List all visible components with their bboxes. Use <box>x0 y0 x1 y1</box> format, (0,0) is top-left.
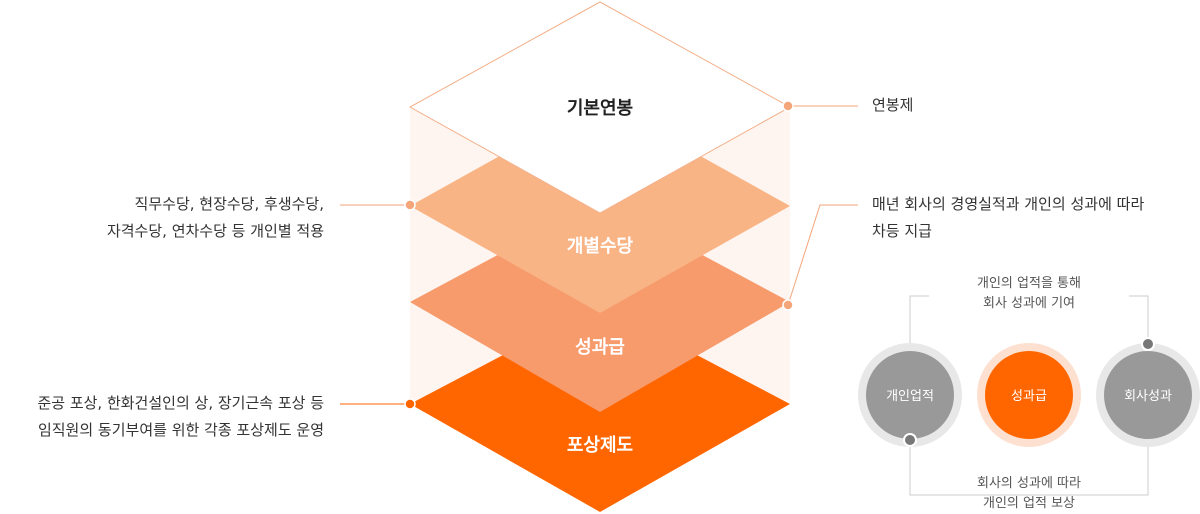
marker-reward <box>404 398 416 410</box>
individual-circle-label: 개인업적 <box>886 389 934 404</box>
allowance-note: 직무수당, 현장수당, 후생수당, 자격수당, 연차수당 등 개인별 적용 <box>20 191 324 245</box>
cycle-dot-bottom <box>903 433 917 447</box>
side-band-left <box>410 107 500 400</box>
cycle-bottom-line1: 회사의 성과에 따라 <box>971 474 1087 494</box>
company-circle-label: 회사성과 <box>1124 389 1172 404</box>
performance-pay-label: 성과급 <box>575 337 625 358</box>
allowance-label: 개별수당 <box>566 236 634 257</box>
reward-note-line1: 준공 포상, 한화건설인의 상, 장기근속 포상 등 <box>37 394 324 412</box>
reward-note-line2: 임직원의 동기부여를 위한 각종 포상제도 운영 <box>37 421 324 439</box>
marker-performance <box>782 299 794 311</box>
base-salary-label: 기본연봉 <box>566 98 634 119</box>
company-circle <box>1104 351 1192 439</box>
performance-note: 매년 회사의 경영실적과 개인의 성과에 따라 차등 지급 <box>872 191 1192 245</box>
marker-allowance <box>404 199 416 211</box>
side-band-right <box>700 107 790 400</box>
performance-note-line1: 매년 회사의 경영실적과 개인의 성과에 따라 <box>872 195 1145 213</box>
cycle-top-text: 개인의 업적을 통해 회사 성과에 기여 <box>929 274 1129 314</box>
cycle-bottom-line2: 개인의 업적 보상 <box>983 496 1075 511</box>
performance-pay-circle-label: 성과급 <box>1011 389 1047 404</box>
reward-label: 포상제도 <box>566 435 634 456</box>
cycle-top-line1: 개인의 업적을 통해 <box>977 276 1081 291</box>
cycle-connector-bottom <box>909 440 1149 496</box>
allowance-note-line1: 직무수당, 현장수당, 후생수당, <box>134 195 324 213</box>
cycle-top-line2: 회사 성과에 기여 <box>983 296 1075 311</box>
cycle-bottom-text: 회사의 성과에 따라 개인의 업적 보상 <box>929 474 1129 514</box>
base-salary-note-text: 연봉제 <box>872 96 914 114</box>
base-salary-layer <box>408 1 792 214</box>
base-salary-note: 연봉제 <box>872 92 913 119</box>
marker-base-salary <box>782 100 794 112</box>
performance-note-line2: 차등 지급 <box>872 222 932 240</box>
allowance-note-line2: 자격수당, 연차수당 등 개인별 적용 <box>106 222 324 240</box>
leader-performance <box>787 204 858 306</box>
performance-pay-circle <box>985 351 1073 439</box>
cycle-dot-top <box>1141 337 1155 351</box>
reward-note: 준공 포상, 한화건설인의 상, 장기근속 포상 등 임직원의 동기부여를 위한… <box>0 390 324 444</box>
individual-circle <box>866 351 954 439</box>
